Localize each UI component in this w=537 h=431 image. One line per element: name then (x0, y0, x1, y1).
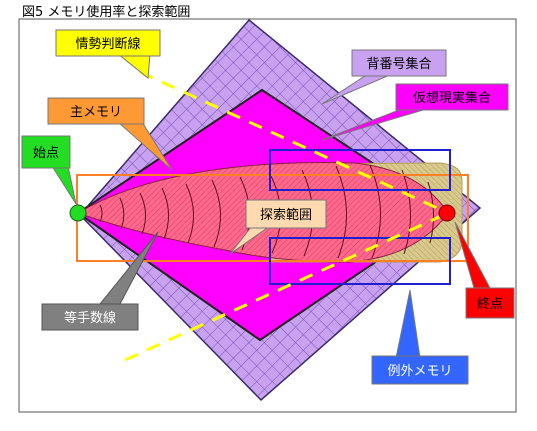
hypothetical-set-label: 仮想現実集合 (413, 90, 491, 106)
callout-box-end (465, 287, 515, 319)
search-range-label: 探索範囲 (260, 208, 312, 223)
callout-box-start (21, 135, 71, 169)
exception-memory-label: 例外メモリ (387, 364, 452, 379)
callout-box-main-memory (47, 97, 145, 125)
info-judgement-line (124, 70, 449, 362)
figure-title: 図5 メモリ使用率と探索範囲 (22, 5, 191, 20)
callout-box-hypothetical-set (395, 83, 509, 111)
background-set-label: 背番号集合 (366, 56, 431, 72)
end-point-marker (438, 204, 456, 222)
exception-memory-rect-lower (269, 237, 451, 285)
callout-box-equal-hands (41, 303, 139, 331)
start-point-label: 始点 (33, 146, 59, 161)
info-line-label: 情勢判断線 (75, 36, 140, 52)
callout-box-search-range (245, 199, 327, 229)
exception-memory-rect-upper (269, 149, 451, 191)
equal-hands-label: 等手数線 (64, 310, 116, 326)
main-memory-label: 主メモリ (70, 105, 122, 120)
callout-box-background-set (351, 49, 447, 77)
start-point-marker (69, 204, 87, 222)
end-point-label: 終点 (477, 296, 503, 312)
callout-box-info-line (55, 29, 161, 57)
callout-box-exception-memory (371, 355, 469, 385)
